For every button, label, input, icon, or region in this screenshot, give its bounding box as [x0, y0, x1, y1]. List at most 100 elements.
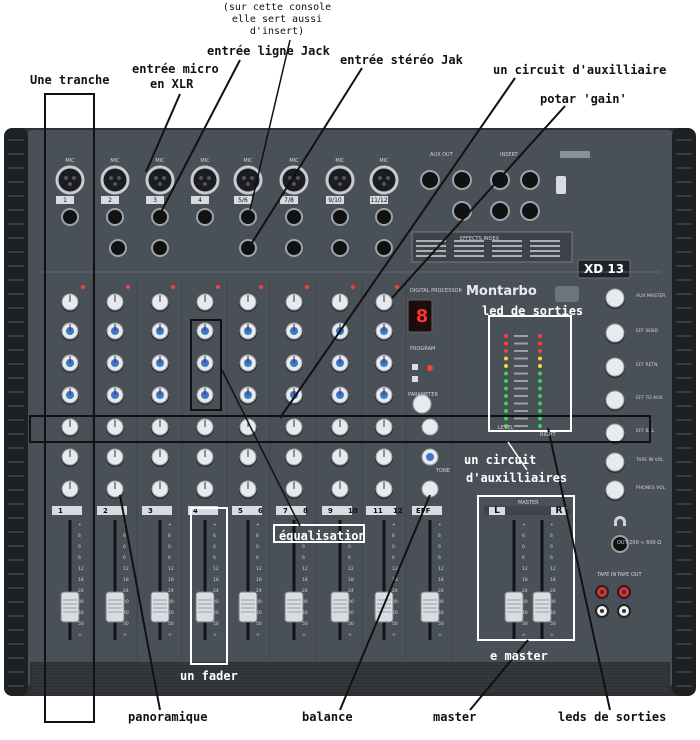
processor-display-box: [407, 299, 433, 333]
aux-insert-jack[interactable]: [490, 201, 510, 221]
on-button[interactable]: [412, 376, 418, 382]
master-l-label: L: [494, 506, 500, 516]
fader-cap[interactable]: [532, 591, 552, 623]
line-jack-input[interactable]: [151, 208, 169, 226]
line-jack-input[interactable]: [239, 208, 257, 226]
fader-cap[interactable]: [105, 591, 125, 623]
master-section-knob[interactable]: [605, 452, 625, 472]
fader-scale-label: 12: [438, 566, 444, 572]
output-led-right: [538, 364, 542, 368]
eff-return-knob[interactable]: [421, 480, 439, 498]
label-entree-ligne: entrée ligne Jack: [207, 44, 330, 58]
line-jack-input[interactable]: [106, 208, 124, 226]
master-section-knob[interactable]: [605, 288, 625, 308]
clip-led: [351, 285, 355, 289]
master-section-knob[interactable]: [605, 480, 625, 500]
phones-jack[interactable]: [611, 535, 629, 553]
channel-number-tab: [52, 506, 82, 515]
clip-led: [126, 285, 130, 289]
fader-scale-label: 40: [348, 610, 354, 616]
fader-scale-label: +: [438, 522, 442, 528]
master-section-knob[interactable]: [605, 390, 625, 410]
line-jack-input[interactable]: [61, 208, 79, 226]
xlr-pin: [154, 176, 158, 180]
aux-insert-jack[interactable]: [452, 201, 472, 221]
xlr-mic-input[interactable]: [55, 165, 85, 195]
aux-insert-jack[interactable]: [520, 201, 540, 221]
fader-cap[interactable]: [60, 591, 80, 623]
master-label: MASTER: [518, 500, 539, 506]
fader-scale-label: 0: [78, 544, 81, 550]
clip-led: [171, 285, 175, 289]
line-jack-input[interactable]: [285, 239, 303, 257]
xlr-mic-input[interactable]: [325, 165, 355, 195]
fader-scale-label: 6: [302, 533, 305, 539]
xlr-mic-input[interactable]: [100, 165, 130, 195]
fader-scale-label: 30: [302, 599, 308, 605]
fader-scale-label: 24: [256, 588, 262, 594]
line-jack-input[interactable]: [375, 239, 393, 257]
line-jack-input[interactable]: [239, 239, 257, 257]
fader-scale-label: 0: [348, 544, 351, 550]
aux-insert-jack[interactable]: [420, 170, 440, 190]
fader-scale-label: 50: [522, 621, 528, 627]
mic-label: MIC: [110, 158, 120, 164]
parameter-knob[interactable]: [412, 394, 432, 414]
right-knob-label: TAPE IN VOL: [635, 457, 664, 463]
line-jack-input[interactable]: [285, 208, 303, 226]
xlr-mic-input[interactable]: [369, 165, 399, 195]
line-jack-input[interactable]: [196, 208, 214, 226]
line-jack-input[interactable]: [331, 208, 349, 226]
mic-number-tab: [56, 196, 74, 204]
fader-slot: [246, 520, 250, 640]
program-button[interactable]: [412, 364, 418, 370]
insert-label: INSERT: [500, 152, 518, 158]
fader-scale-label: 6: [392, 533, 395, 539]
pointer-entree-micro: [145, 93, 181, 173]
fader-scale-label: 40: [168, 610, 174, 616]
pointer-balance: [339, 494, 431, 711]
fader-scale-label: 24: [522, 588, 528, 594]
clip-led: [395, 285, 399, 289]
fader-scale-label: ∞: [392, 633, 396, 638]
output-led-right: [538, 424, 542, 428]
label-circuit-aux: un circuit d'auxilliaire: [493, 63, 667, 77]
master-section-knob[interactable]: [605, 423, 625, 443]
fader-cap[interactable]: [504, 591, 524, 623]
fader-cap[interactable]: [195, 591, 215, 623]
fader-scale-label: 24: [348, 588, 354, 594]
xlr-mic-input[interactable]: [190, 165, 220, 195]
fader-scale-label: 12: [168, 566, 174, 572]
output-led-right: [538, 386, 542, 391]
effects-index-text: [492, 240, 522, 242]
xlr-mic-input[interactable]: [233, 165, 263, 195]
rca-switch[interactable]: [556, 176, 566, 194]
fader-scale-label: 6: [168, 555, 171, 561]
eff-return-knob[interactable]: [421, 418, 439, 436]
fader-cap[interactable]: [284, 591, 304, 623]
right-knob-label: EFF SEND: [636, 328, 659, 334]
fader-scale-label: 30: [256, 599, 262, 605]
xlr-pin: [68, 182, 72, 186]
aux-insert-jack[interactable]: [452, 170, 472, 190]
line-jack-input[interactable]: [109, 239, 127, 257]
fader-scale-label: 50: [256, 621, 262, 627]
effects-index-text: [454, 240, 484, 242]
fader-cap[interactable]: [150, 591, 170, 623]
output-led-left: [504, 386, 508, 391]
fader-cap[interactable]: [238, 591, 258, 623]
master-section-knob[interactable]: [605, 323, 625, 343]
line-jack-input[interactable]: [375, 208, 393, 226]
line-jack-input[interactable]: [331, 239, 349, 257]
aux-insert-jack[interactable]: [520, 170, 540, 190]
fader-scale-label: 18: [256, 577, 262, 583]
fader-slot: [338, 520, 342, 640]
master-section-knob[interactable]: [605, 357, 625, 377]
mic-label: MIC: [200, 158, 210, 164]
output-led-left: [504, 379, 508, 383]
fader-scale-label: +: [168, 522, 172, 528]
fader-cap[interactable]: [420, 591, 440, 623]
line-jack-input[interactable]: [151, 239, 169, 257]
xlr-mic-input[interactable]: [145, 165, 175, 195]
fader-cap[interactable]: [330, 591, 350, 623]
